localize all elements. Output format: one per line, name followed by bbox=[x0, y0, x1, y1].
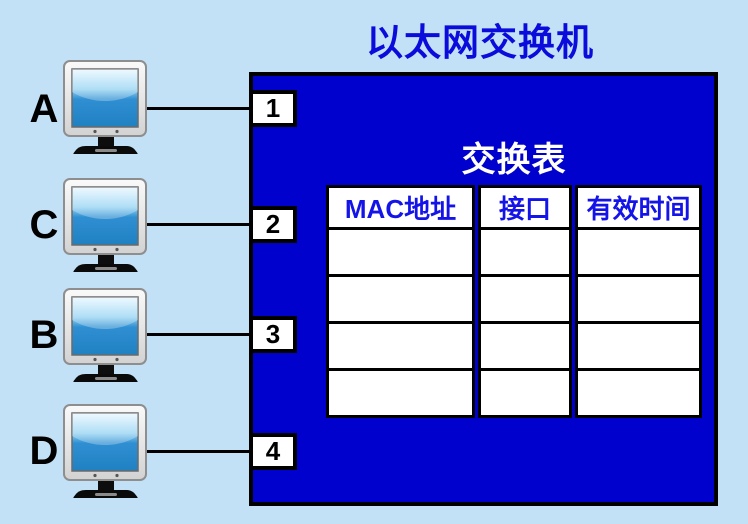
host-label-c: C bbox=[29, 203, 59, 247]
table-cell bbox=[478, 274, 572, 324]
computer-monitor-icon bbox=[63, 178, 147, 274]
table-row bbox=[326, 274, 702, 324]
table-header-row: MAC地址 接口 有效时间 bbox=[326, 185, 702, 230]
column-header-valid-time: 有效时间 bbox=[575, 185, 702, 230]
computer-monitor-icon bbox=[63, 288, 147, 384]
switch-port-4: 4 bbox=[249, 433, 297, 470]
cable-host-a-port-1 bbox=[146, 107, 252, 110]
cable-host-b-port-3 bbox=[146, 333, 252, 336]
table-cell bbox=[575, 227, 702, 277]
table-cell bbox=[478, 227, 572, 277]
host-computer-b bbox=[62, 288, 150, 384]
host-label-d: D bbox=[29, 429, 59, 473]
table-cell bbox=[478, 368, 572, 418]
table-row bbox=[326, 321, 702, 371]
table-cell bbox=[326, 274, 475, 324]
table-cell bbox=[575, 321, 702, 371]
computer-monitor-icon bbox=[63, 60, 147, 156]
host-label-a: A bbox=[29, 87, 59, 131]
host-computer-d bbox=[62, 404, 150, 500]
host-label-b: B bbox=[29, 313, 59, 357]
column-header-port: 接口 bbox=[478, 185, 572, 230]
switch-port-3: 3 bbox=[249, 316, 297, 353]
table-cell bbox=[575, 368, 702, 418]
column-header-label: 接口 bbox=[498, 194, 551, 224]
table-row bbox=[326, 227, 702, 277]
page-title: 以太网交换机 bbox=[366, 22, 594, 63]
table-cell bbox=[326, 321, 475, 371]
table-row bbox=[326, 368, 702, 418]
column-header-label: 有效时间 bbox=[586, 194, 691, 224]
switch-table-title: 交换表 bbox=[461, 141, 567, 179]
table-cell bbox=[575, 274, 702, 324]
table-cell bbox=[326, 368, 475, 418]
ethernet-switch: 交换表 MAC地址 接口 有效时间 bbox=[249, 72, 718, 506]
switch-port-1: 1 bbox=[249, 90, 297, 127]
table-cell bbox=[478, 321, 572, 371]
column-header-mac-address: MAC地址 bbox=[326, 185, 475, 230]
cable-host-d-port-4 bbox=[146, 450, 252, 453]
column-header-label: MAC地址 bbox=[344, 194, 457, 224]
mac-address-table: MAC地址 接口 有效时间 bbox=[326, 185, 702, 418]
switch-port-2: 2 bbox=[249, 206, 297, 243]
computer-monitor-icon bbox=[63, 404, 147, 500]
cable-host-c-port-2 bbox=[146, 223, 252, 226]
host-computer-a bbox=[62, 60, 150, 156]
table-cell bbox=[326, 227, 475, 277]
host-computer-c bbox=[62, 178, 150, 274]
